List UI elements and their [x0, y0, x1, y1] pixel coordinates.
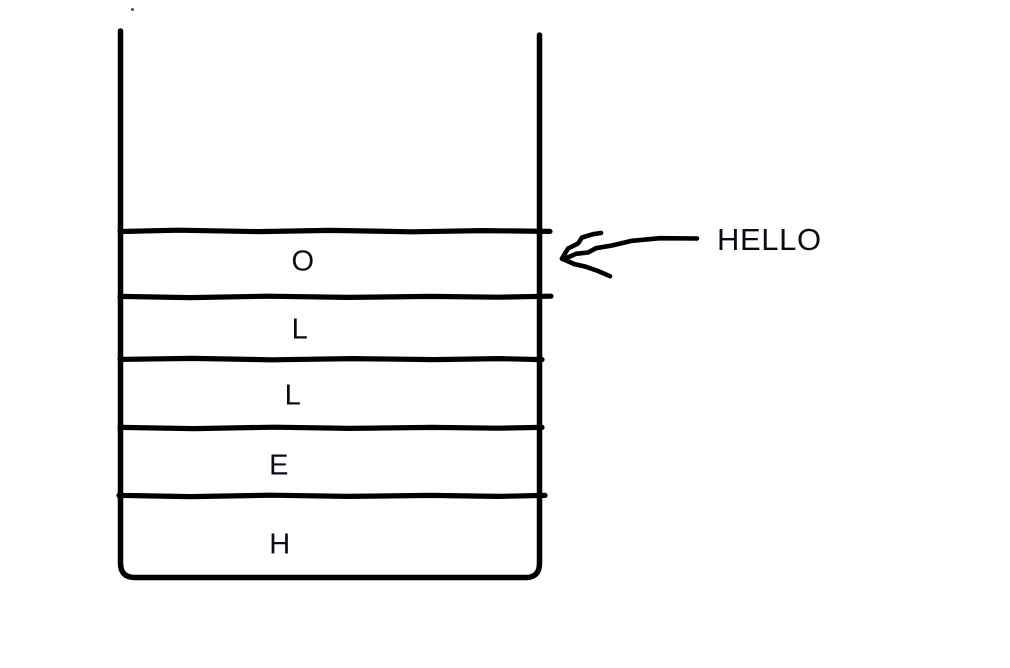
annotation-arrow-barb-upper	[559, 230, 604, 261]
stack-cell-label-4: H	[269, 528, 291, 561]
stack-divider-top-of-o	[117, 227, 553, 235]
stack-cell-label-0: O	[291, 245, 315, 278]
stack-divider-e-h	[116, 492, 548, 500]
annotation-label-hello: HELLO	[717, 222, 822, 257]
annotation-arrow-shaft	[559, 235, 700, 261]
stack-divider-l-e	[117, 424, 545, 432]
stack-divider-l-l	[117, 355, 545, 363]
ink-speck	[131, 8, 134, 11]
stack-cell-label-3: E	[269, 449, 289, 482]
stack-cell-label-2: L	[284, 379, 302, 412]
stack-container-outline	[117, 28, 543, 581]
stack-cell-label-1: L	[291, 313, 309, 346]
stack-divider-o-l	[117, 293, 554, 301]
annotation-arrow-barb-lower	[559, 256, 613, 279]
